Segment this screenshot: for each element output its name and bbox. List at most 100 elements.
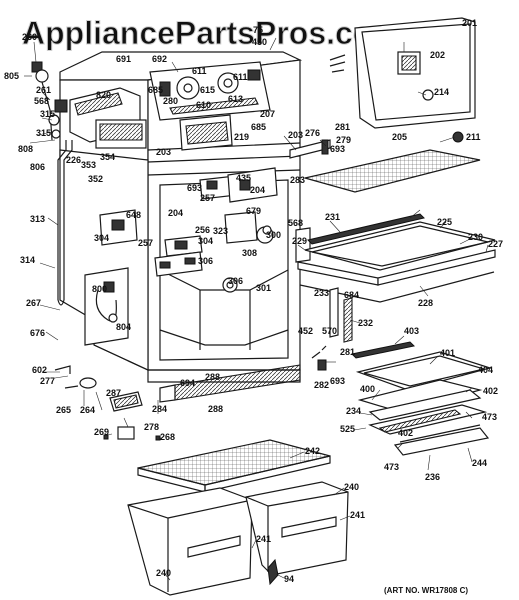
callout-308: 308 xyxy=(242,248,257,258)
callout-403: 403 xyxy=(404,326,419,336)
callout-676: 676 xyxy=(30,328,45,338)
callout-256: 256 xyxy=(195,225,210,235)
callout-278: 278 xyxy=(144,422,159,432)
callout-301: 301 xyxy=(256,283,271,293)
callout-281a: 281 xyxy=(335,122,350,132)
callout-602: 602 xyxy=(32,365,47,375)
callout-315b: 315 xyxy=(36,128,51,138)
hinge-bar xyxy=(289,139,331,263)
glass-shelf-upper xyxy=(297,213,496,303)
callout-300: 300 xyxy=(266,230,281,240)
art-number: (ART NO. WR17808 C) xyxy=(384,586,468,595)
leveling-hardware xyxy=(54,365,161,441)
callout-450: 450 xyxy=(252,37,267,47)
callout-226: 226 xyxy=(66,155,81,165)
callout-314: 314 xyxy=(20,255,35,265)
callout-693a: 693 xyxy=(330,144,345,154)
callout-268: 268 xyxy=(160,432,175,442)
callout-203a: 203 xyxy=(156,147,171,157)
callout-315a: 315 xyxy=(40,109,55,119)
callout-304b: 304 xyxy=(198,236,213,246)
callout-236: 236 xyxy=(425,472,440,482)
callout-570: 570 xyxy=(322,326,337,336)
callout-231: 231 xyxy=(325,212,340,222)
callout-401: 401 xyxy=(440,348,455,358)
callout-284: 284 xyxy=(152,404,167,414)
callout-230: 230 xyxy=(468,232,483,242)
callout-610: 610 xyxy=(196,100,211,110)
evaporator-fan-assembly xyxy=(149,61,271,121)
callout-241a: 241 xyxy=(350,510,365,520)
callout-693c: 693 xyxy=(330,376,345,386)
callout-648: 648 xyxy=(126,210,141,220)
callout-282: 282 xyxy=(314,380,329,390)
callout-613: 613 xyxy=(228,94,243,104)
callout-207: 207 xyxy=(260,109,275,119)
callout-276: 276 xyxy=(305,128,320,138)
callout-354: 354 xyxy=(100,152,115,162)
callout-353: 353 xyxy=(81,160,96,170)
callout-280: 280 xyxy=(163,96,178,106)
callout-473a: 473 xyxy=(482,412,497,422)
callout-691: 691 xyxy=(116,54,131,64)
callout-805: 805 xyxy=(4,71,19,81)
drain-tube xyxy=(57,140,73,306)
callout-281b: 281 xyxy=(340,347,355,357)
callout-204b: 204 xyxy=(168,208,183,218)
callout-240b: 240 xyxy=(156,568,171,578)
callout-228: 228 xyxy=(418,298,433,308)
callout-261: 261 xyxy=(36,85,51,95)
leader-lines xyxy=(24,37,489,581)
callout-227: 227 xyxy=(488,239,503,249)
callout-611a: 611 xyxy=(192,66,207,76)
callout-694: 694 xyxy=(180,378,195,388)
callout-684: 684 xyxy=(344,290,359,300)
cold-control xyxy=(227,167,278,203)
callout-287: 287 xyxy=(106,388,121,398)
callout-260: 260 xyxy=(22,32,37,42)
callout-611b: 611 xyxy=(233,72,248,82)
callout-labels: 260 691 692 75 450 201 202 214 805 261 5… xyxy=(4,18,503,584)
shelf-supports xyxy=(311,287,353,371)
callout-693b: 693 xyxy=(187,183,202,193)
callout-75: 75 xyxy=(253,25,263,35)
callout-242: 242 xyxy=(305,446,320,456)
callout-323: 323 xyxy=(213,226,228,236)
callout-94: 94 xyxy=(284,574,294,584)
callout-279: 279 xyxy=(336,135,351,145)
callout-225: 225 xyxy=(437,217,452,227)
callout-240a: 240 xyxy=(344,482,359,492)
fan-bracket xyxy=(179,114,233,151)
freezer-wire-shelf xyxy=(304,131,481,193)
callout-525: 525 xyxy=(340,424,355,434)
callout-679: 679 xyxy=(246,206,261,216)
callout-264: 264 xyxy=(80,405,95,415)
callout-267: 267 xyxy=(26,298,41,308)
callout-204a: 204 xyxy=(250,185,265,195)
callout-473b: 473 xyxy=(384,462,399,472)
callout-304a: 304 xyxy=(94,233,109,243)
callout-404: 404 xyxy=(478,365,493,375)
control-housing xyxy=(54,87,147,149)
freezer-pans xyxy=(127,439,349,596)
callout-202: 202 xyxy=(430,50,445,60)
callout-241b: 241 xyxy=(256,534,271,544)
callout-615: 615 xyxy=(200,85,215,95)
callout-804: 804 xyxy=(116,322,131,332)
callout-685b: 685 xyxy=(251,122,266,132)
callout-214: 214 xyxy=(434,87,449,97)
callout-211: 211 xyxy=(466,132,481,142)
watermark-text: AppliancePartsPros.com xyxy=(22,15,401,51)
control-knob xyxy=(31,61,61,141)
callout-265: 265 xyxy=(56,405,71,415)
callout-232: 232 xyxy=(358,318,373,328)
callout-400: 400 xyxy=(360,384,375,394)
crisper-cover-assembly xyxy=(350,341,493,456)
freezer-liner-panel xyxy=(329,17,476,129)
callout-402a: 402 xyxy=(483,386,498,396)
callout-800: 800 xyxy=(92,284,107,294)
toe-grille xyxy=(159,364,301,403)
callout-568a: 568 xyxy=(34,96,49,106)
callout-205: 205 xyxy=(392,132,407,142)
